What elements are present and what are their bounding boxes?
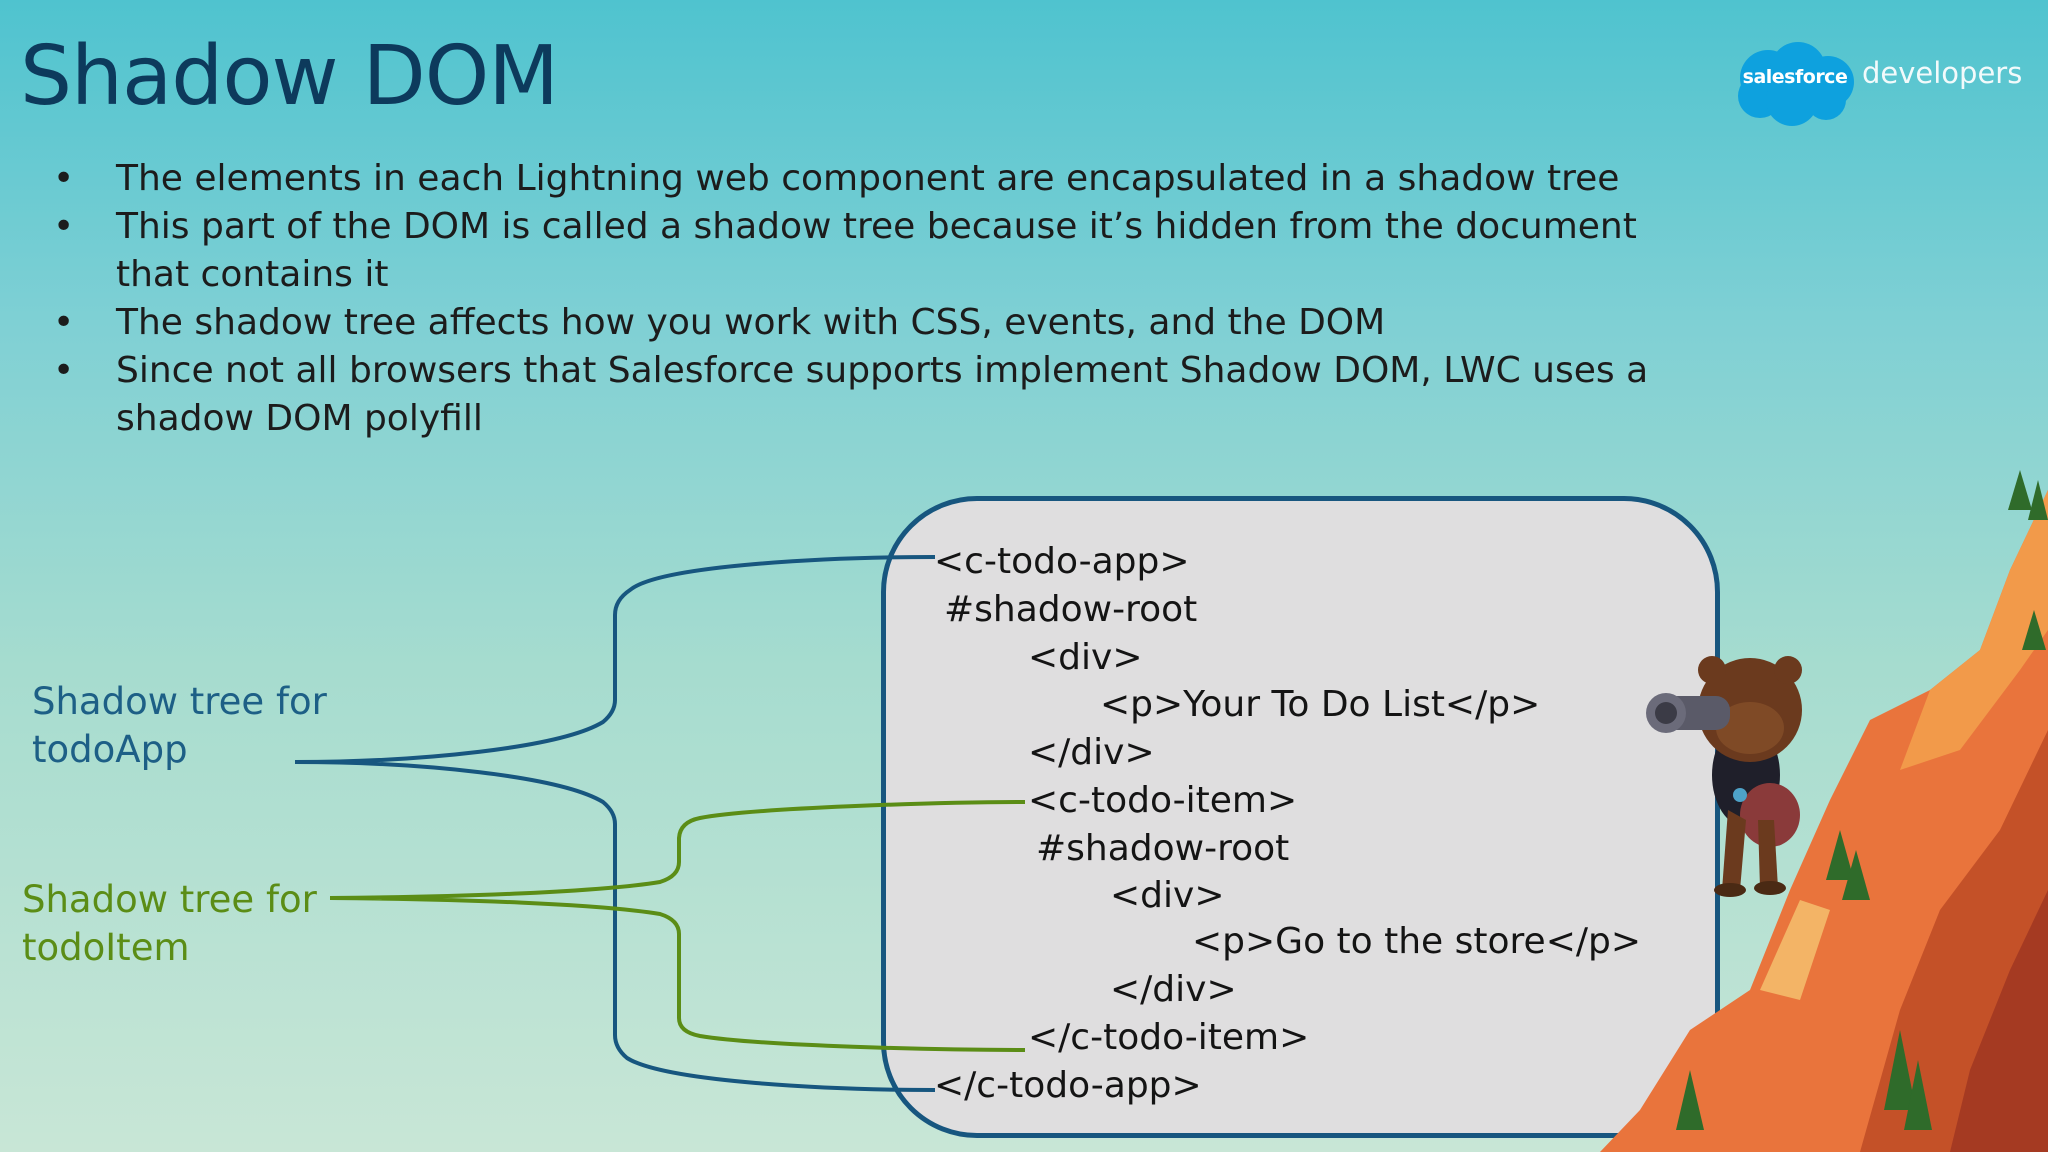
todo-app-label-line2: todoApp xyxy=(32,728,188,771)
code-line-paragraph-store: <p>Go to the store</p> xyxy=(1192,921,1642,962)
bullet-item: • The shadow tree affects how you work w… xyxy=(40,299,1700,347)
bullet-text: Since not all browsers that Salesforce s… xyxy=(116,350,1649,439)
code-line-item-div-close: </div> xyxy=(1110,969,1237,1010)
bullet-item: • This part of the DOM is called a shado… xyxy=(40,203,1700,299)
slide-title: Shadow DOM xyxy=(20,29,559,124)
astro-mascot xyxy=(1646,656,1802,897)
todo-item-label-line1: Shadow tree for xyxy=(22,878,317,921)
todo-item-label-line2: todoItem xyxy=(22,926,190,969)
code-line-todo-app-open: <c-todo-app> xyxy=(934,541,1190,582)
bullet-list: • The elements in each Lightning web com… xyxy=(40,155,1700,443)
bullet-item: • Since not all browsers that Salesforce… xyxy=(40,347,1700,443)
code-line-todo-app-close: </c-todo-app> xyxy=(934,1065,1202,1106)
cliff-shape xyxy=(1600,490,2048,1152)
salesforce-developers-logo: salesforce developers xyxy=(1730,38,2023,128)
code-line-todo-item-close: </c-todo-item> xyxy=(1028,1017,1310,1058)
todo-item-shadow-label: Shadow tree for todoItem xyxy=(22,876,317,972)
salesforce-wordmark: salesforce xyxy=(1742,66,1848,88)
code-line-todo-item-open: <c-todo-item> xyxy=(1028,780,1298,821)
code-line-div-open: <div> xyxy=(1028,637,1143,678)
bullet-marker: • xyxy=(53,302,75,343)
code-line-paragraph-todo-list: <p>Your To Do List</p> xyxy=(1100,684,1541,725)
code-line-item-shadow-root: #shadow-root xyxy=(1036,828,1290,869)
code-line-item-div-open: <div> xyxy=(1110,875,1225,916)
dom-tree-code-box xyxy=(881,496,1720,1138)
pine-trees xyxy=(1676,470,2048,1130)
bullet-marker: • xyxy=(53,206,75,247)
bullet-marker: • xyxy=(53,158,75,199)
todo-app-label-line1: Shadow tree for xyxy=(32,680,327,723)
code-line-div-close: </div> xyxy=(1028,732,1155,773)
code-line-app-shadow-root: #shadow-root xyxy=(944,589,1198,630)
bullet-text: The shadow tree affects how you work wit… xyxy=(116,302,1386,343)
bullet-marker: • xyxy=(53,350,75,391)
bullet-text: This part of the DOM is called a shadow … xyxy=(116,206,1637,295)
bullet-item: • The elements in each Lightning web com… xyxy=(40,155,1700,203)
salesforce-cloud-icon xyxy=(1738,42,1854,126)
developers-wordmark: developers xyxy=(1862,56,2023,90)
bullet-text: The elements in each Lightning web compo… xyxy=(116,158,1620,199)
astro-mascot-cliff-illustration xyxy=(1600,470,2048,1152)
todo-app-shadow-label: Shadow tree for todoApp xyxy=(32,678,327,774)
todo-app-bracket xyxy=(294,555,936,1092)
